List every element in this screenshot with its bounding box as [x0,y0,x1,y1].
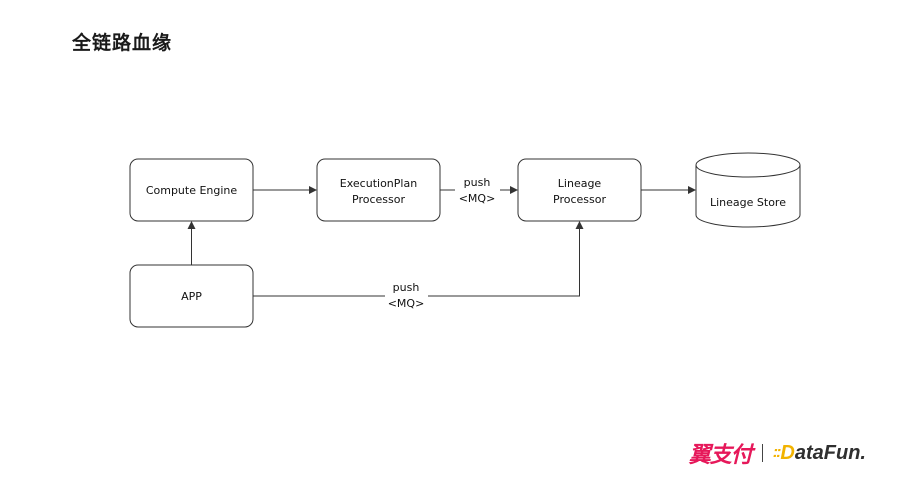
datafun-dots-icon: :: [772,444,782,461]
lineage-processor-label-line1: Lineage [558,177,602,190]
edge-bottom-mq-label: <MQ> [388,297,425,310]
edge-bottom-push-label: push [393,281,420,294]
app-label: APP [181,290,202,303]
node-execution-plan-processor: ExecutionPlan Processor [316,158,441,222]
node-lineage-processor: Lineage Processor [517,158,642,222]
lineage-processor-label-line2: Processor [553,193,606,206]
datafun-logo: :: D ataFun. [773,442,866,465]
node-compute-engine: Compute Engine [129,158,254,222]
node-lineage-store: Lineage Store [695,152,801,228]
lineage-store-label: Lineage Store [710,196,786,209]
compute-engine-label: Compute Engine [146,184,238,197]
brand-logos: 翼支付 :: D ataFun. [689,437,866,469]
execution-plan-label-line2: Processor [352,193,405,206]
brand-divider [761,444,763,462]
page-title: 全链路血缘 [72,32,173,54]
execution-plan-label-line1: ExecutionPlan [340,177,417,190]
datafun-d-letter: D [780,441,795,464]
yizhifu-logo: 翼支付 [688,443,753,468]
edge-top-mq-label: <MQ> [459,192,496,205]
edge-top-push-label: push [464,176,491,189]
datafun-wordmark: ataFun. [794,441,866,464]
edge-app-to-lineage-processor [253,222,580,297]
node-app: APP [129,264,254,328]
